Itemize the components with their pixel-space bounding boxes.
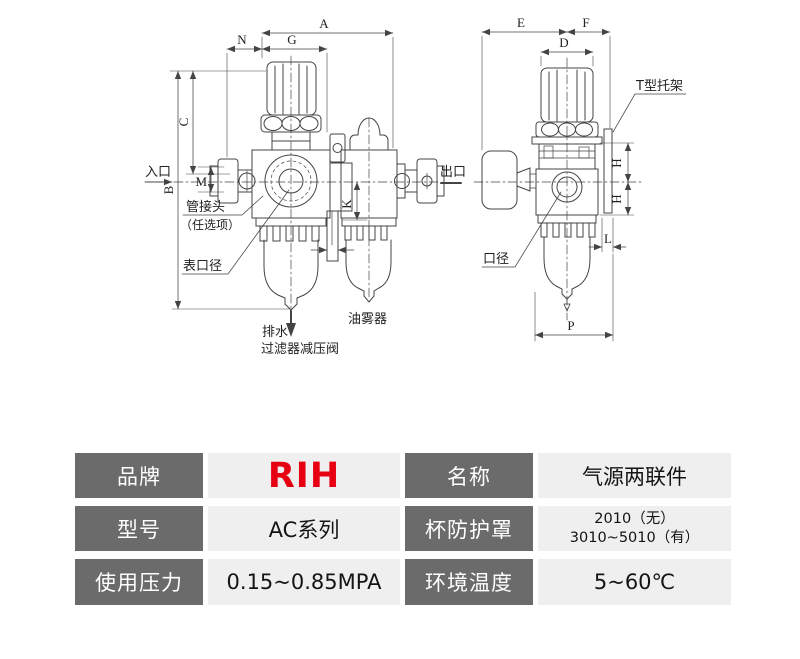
brand-value: RIH: [208, 453, 400, 498]
model-value: AC系列: [208, 506, 400, 551]
gauge-port-label: 表口径: [183, 259, 222, 274]
dim-label-g: G: [287, 32, 296, 47]
inlet-label: 入口: [145, 165, 171, 180]
cup-guard-label-cell: 杯防护罩: [405, 506, 533, 551]
technical-drawing: A N G C B M K 入口 出口 管接头 （任选项） 表口径 排水 过滤器…: [144, 15, 687, 357]
dim-label-f: F: [582, 15, 589, 30]
cup-guard-value-line2: 3010~5010（有）: [569, 529, 700, 546]
name-label-cell: 名称: [405, 453, 533, 498]
dim-label-n: N: [237, 32, 247, 47]
dim-label-a: A: [319, 16, 329, 31]
drain-label: 排水: [262, 325, 288, 340]
pipe-joint-note: （任选项）: [180, 218, 240, 232]
filter-regulator-label: 过滤器减压阀: [261, 342, 339, 357]
dim-label-c: C: [176, 118, 191, 127]
temperature-value: 5~60℃: [538, 559, 731, 605]
t-bracket-label: T型托架: [635, 79, 683, 94]
name-value: 气源两联件: [538, 453, 731, 498]
table-row: 型号 AC系列 杯防护罩 2010（无） 3010~5010（有）: [75, 506, 731, 551]
dim-label-l: L: [604, 231, 612, 246]
pressure-label-cell: 使用压力: [75, 559, 203, 605]
pipe-joint-label: 管接头: [186, 199, 225, 215]
cup-guard-value: 2010（无） 3010~5010（有）: [538, 506, 731, 551]
cup-guard-value-line1: 2010（无）: [594, 510, 675, 527]
spec-table: 品牌 RIH 名称 气源两联件 型号 AC系列 杯防护罩 2010（无） 301…: [75, 453, 731, 613]
temperature-label-cell: 环境温度: [405, 559, 533, 605]
table-row: 使用压力 0.15~0.85MPA 环境温度 5~60℃: [75, 559, 731, 605]
dim-label-h-upper: H: [609, 158, 624, 167]
dim-label-k: K: [339, 199, 354, 209]
dim-label-b: B: [161, 185, 176, 194]
outlet-label: 出口: [440, 165, 466, 180]
dim-label-e: E: [517, 15, 525, 30]
table-row: 品牌 RIH 名称 气源两联件: [75, 453, 731, 498]
dim-label-p: P: [567, 318, 574, 333]
brand-label-cell: 品牌: [75, 453, 203, 498]
front-view-drawing: A N G C B M K 入口 出口 管接头 （任选项） 表口径 排水 过滤器…: [144, 16, 466, 357]
dim-label-d: D: [559, 35, 568, 50]
model-label-cell: 型号: [75, 506, 203, 551]
bore-label: 口径: [483, 252, 509, 267]
dim-label-h-lower: H: [609, 194, 624, 203]
pressure-value: 0.15~0.85MPA: [208, 559, 400, 605]
dim-label-m: M: [195, 174, 207, 189]
side-view-drawing: E F D H H L P T型托架 口径: [473, 15, 687, 342]
lubricator-label: 油雾器: [348, 312, 387, 327]
